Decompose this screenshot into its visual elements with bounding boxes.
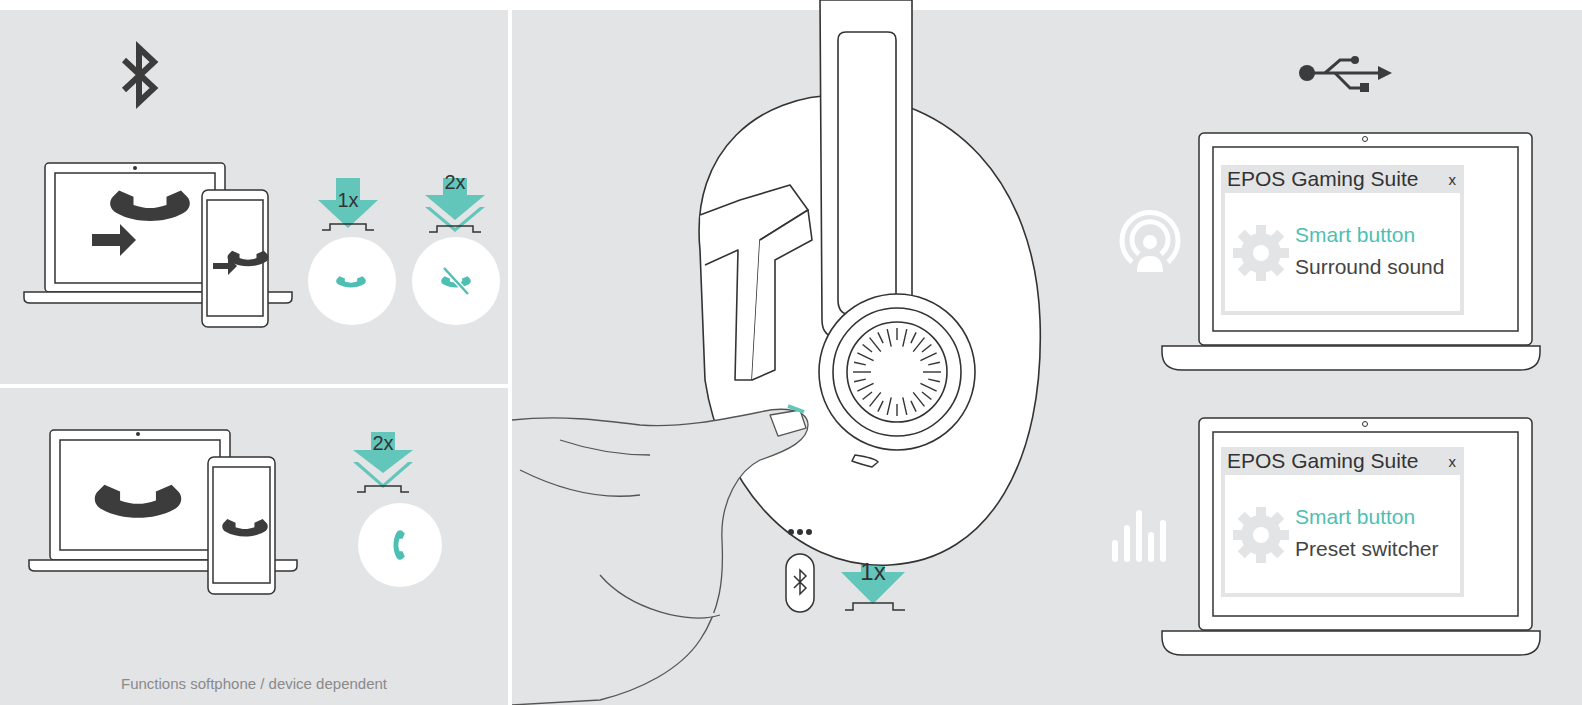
dial-stroke	[887, 329, 891, 347]
window-title: EPOS Gaming Suite	[1227, 449, 1418, 473]
setting-value: Surround sound	[1295, 255, 1444, 279]
dial-stroke	[922, 392, 931, 399]
dial-stroke	[896, 328, 897, 340]
press-count: 2x	[444, 171, 465, 194]
setting-name: Smart button	[1295, 505, 1415, 529]
dial-stroke	[887, 397, 891, 415]
title-bar: EPOS Gaming Suite x	[1221, 165, 1464, 193]
dial-stroke	[913, 392, 924, 406]
dial-stroke	[911, 401, 916, 412]
close-mark: x	[1449, 453, 1457, 470]
press-count: 1x	[337, 189, 358, 212]
dial-stroke	[870, 338, 881, 352]
dial-stroke	[922, 345, 931, 352]
close-mark: x	[1449, 171, 1457, 188]
note: Functions softphone / device dependent	[121, 675, 387, 692]
app-window: EPOS Gaming Suite xSmart buttonSurround s…	[1221, 165, 1464, 315]
dial-stroke	[920, 383, 936, 391]
dial-stroke	[854, 379, 866, 382]
gear-icon	[1233, 225, 1289, 281]
window-body: Smart buttonPreset switcher	[1225, 475, 1460, 593]
dial-stroke	[903, 329, 907, 347]
dial-stroke	[928, 379, 940, 382]
dial-stroke	[863, 345, 872, 352]
setting-value: Preset switcher	[1295, 537, 1439, 561]
title-bar: EPOS Gaming Suite x	[1221, 447, 1464, 475]
dial-stroke	[903, 397, 907, 415]
dial-stroke	[863, 392, 872, 399]
dial-stroke	[857, 383, 873, 391]
dial-stroke	[854, 362, 866, 365]
dial-stroke	[878, 401, 883, 412]
window-title: EPOS Gaming Suite	[1227, 167, 1418, 191]
dial-stroke	[878, 332, 883, 343]
dial-stroke	[920, 353, 936, 361]
gear-icon	[1233, 507, 1289, 563]
dial-stroke	[913, 338, 924, 352]
dial-stroke	[911, 332, 916, 343]
dial-stroke	[896, 404, 897, 416]
dial-stroke	[857, 353, 873, 361]
dial-stroke	[923, 371, 941, 372]
dial-stroke	[928, 362, 940, 365]
press-count: 2x	[372, 432, 393, 455]
press-count: 1x	[860, 558, 885, 586]
dial-stroke	[870, 392, 881, 406]
setting-name: Smart button	[1295, 223, 1415, 247]
dial-stroke	[853, 371, 871, 372]
app-window: EPOS Gaming Suite xSmart buttonPreset swi…	[1221, 447, 1464, 597]
window-body: Smart buttonSurround sound	[1225, 193, 1460, 311]
